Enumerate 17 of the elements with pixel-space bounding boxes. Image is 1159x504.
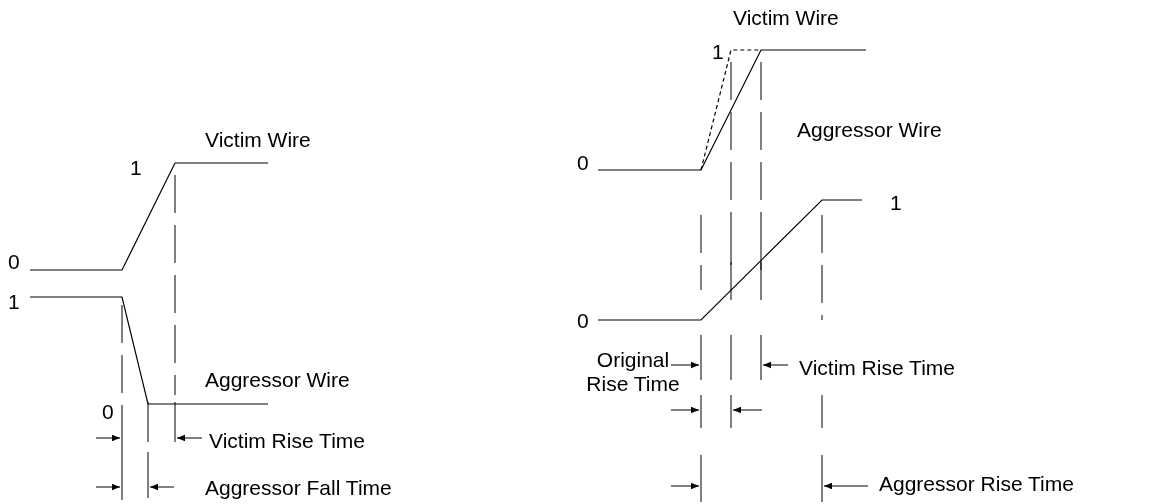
logic-level: 1	[8, 290, 20, 314]
wire-label: Aggressor Wire	[797, 118, 942, 142]
timing-label: Victim Rise Time	[209, 429, 365, 453]
wire-label: Victim Wire	[205, 128, 311, 152]
logic-level: 1	[130, 156, 142, 180]
logic-level: 1	[712, 40, 724, 64]
timing-label: Victim Rise Time	[799, 356, 955, 380]
timing-label: Aggressor Fall Time	[205, 476, 392, 500]
logic-level: 0	[102, 400, 114, 424]
timing-label: Aggressor Rise Time	[879, 472, 1074, 496]
logic-level: 0	[577, 151, 589, 175]
wire-label: Victim Wire	[733, 6, 839, 30]
logic-level: 0	[577, 309, 589, 333]
wire-label: Aggressor Wire	[205, 368, 350, 392]
logic-level: 1	[890, 191, 902, 215]
logic-level: 0	[8, 250, 20, 274]
timing-label: Original Rise Time	[585, 348, 681, 396]
